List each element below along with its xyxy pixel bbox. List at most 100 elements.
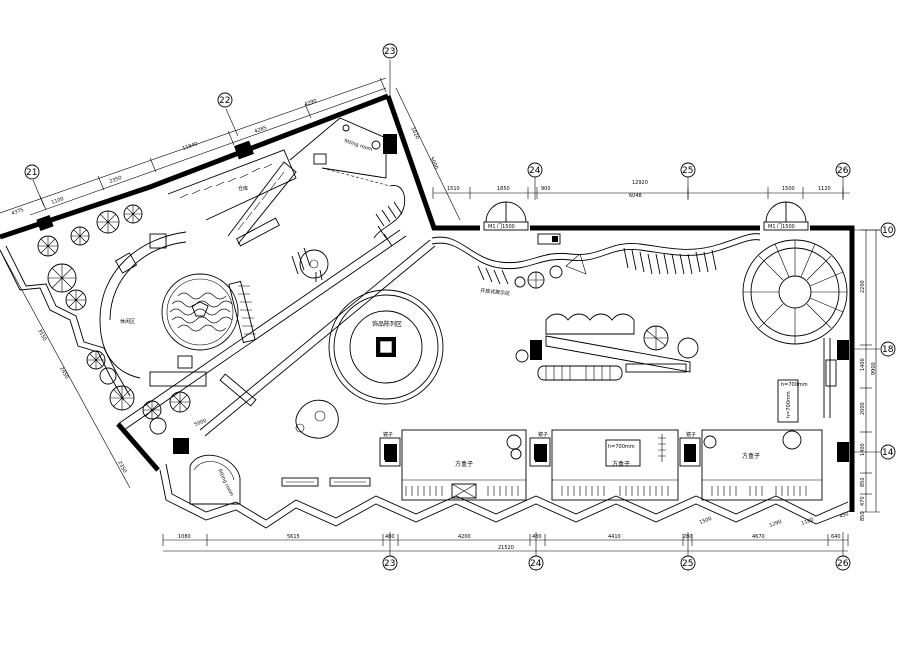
round-table-chairs bbox=[291, 247, 329, 282]
axis-label-26-bottom: 26 bbox=[837, 559, 849, 569]
axis-label-21: 21 bbox=[26, 168, 37, 178]
counter-label-right: h=700mm bbox=[781, 382, 808, 388]
door-label-left: M1 门1500 bbox=[488, 223, 515, 230]
dim-angled-1: 11840 bbox=[182, 141, 199, 152]
round-display-zone: 饰品陈列区 bbox=[328, 289, 444, 405]
axis-bubble-14: 14 bbox=[880, 444, 896, 460]
dim-right-1: 2200 bbox=[860, 280, 866, 293]
fitting-box-3-label: 方盒子 bbox=[742, 452, 760, 460]
axis-label-24-bottom: 24 bbox=[530, 559, 542, 569]
mirror-1-label: 镜子 bbox=[383, 431, 393, 438]
exterior-walls bbox=[0, 93, 855, 512]
small-counter-top bbox=[537, 233, 587, 275]
axis-bubble-22: 22 bbox=[217, 92, 233, 108]
right-wall-fixtures: h=700mm h=700mm bbox=[777, 338, 837, 450]
dim-angled-8: 5000 bbox=[428, 156, 439, 170]
fitting-box-1: 方盒子 镜子 bbox=[379, 429, 527, 501]
axis-bubble-26-bottom: 26 bbox=[835, 555, 851, 571]
dim-angled-16: 5000 bbox=[194, 418, 208, 428]
bottom-dimension-chain: 1080 5615 480 4200 480 4410 280 4670 640… bbox=[162, 534, 849, 552]
fitting-room-sign-top: fitting room bbox=[343, 138, 373, 153]
diagonal-display-racks bbox=[219, 201, 403, 407]
lounge-sofa: 休闲区 bbox=[99, 231, 207, 387]
top-dimension-chain: 1510 1850 900 12920 6048 1500 1120 bbox=[432, 180, 850, 199]
axis-label-23-bottom: 23 bbox=[384, 559, 395, 569]
counter-label-right-vert: h=700mm bbox=[786, 391, 792, 418]
axis-bubble-25-top: 25 bbox=[680, 162, 696, 178]
dim-top-6: 1500 bbox=[782, 186, 795, 192]
lounge-label: 休闲区 bbox=[120, 318, 135, 325]
mirror-2-label: 镜子 bbox=[538, 431, 548, 438]
axis-label-25-bottom: 25 bbox=[682, 559, 693, 569]
axis-label-23-top: 23 bbox=[384, 47, 395, 57]
axis-bubble-23-bottom: 23 bbox=[382, 555, 398, 571]
dim-bottom-2: 5615 bbox=[287, 534, 300, 540]
dim-top-1: 1510 bbox=[447, 186, 460, 192]
axis-label-26-top: 26 bbox=[837, 166, 849, 176]
facade-benches bbox=[281, 477, 371, 487]
angled-dimension-chain-right: 1020 5000 bbox=[395, 87, 461, 221]
dim-right-4: 1400 bbox=[860, 443, 866, 456]
dim-angled-3: 2350 bbox=[109, 175, 123, 185]
dim-bottom-9: 640 bbox=[831, 534, 841, 540]
fitting-room-sign-bottom: fitting room bbox=[216, 468, 234, 497]
fitting-box-3: 方盒子 镜子 bbox=[679, 429, 823, 501]
interior-partitions bbox=[117, 229, 436, 437]
axis-label-25-top: 25 bbox=[682, 166, 693, 176]
dim-bottom-5: 480 bbox=[532, 534, 542, 540]
warehouse-area: 仓库 bbox=[167, 149, 297, 247]
zigzag-facade bbox=[0, 245, 853, 529]
dim-angled-10: 2450 bbox=[58, 366, 69, 380]
angled-dimension-chain-top: 11840 4290 2350 4285 1100 4375 bbox=[0, 77, 387, 217]
entrance-door-right: M1 门1500 bbox=[763, 201, 809, 231]
dim-angled-12: 1500 bbox=[699, 516, 713, 526]
dim-bottom-4: 4200 bbox=[458, 534, 471, 540]
dim-angled-7: 1020 bbox=[409, 126, 420, 140]
open-display-area: 开放式展示区 bbox=[480, 265, 699, 381]
axis-bubble-26-top: 26 bbox=[835, 162, 851, 178]
axis-label-22: 22 bbox=[219, 96, 230, 106]
dim-right-2: 1400 bbox=[860, 358, 866, 371]
dim-top-3: 900 bbox=[541, 186, 551, 192]
dim-top-4: 12920 bbox=[632, 180, 648, 186]
dim-angled-14: 1100 bbox=[801, 517, 815, 527]
axis-bubble-18: 18 bbox=[880, 341, 896, 357]
display-zone-label: 饰品陈列区 bbox=[372, 320, 402, 328]
dim-bottom-8: 4670 bbox=[752, 534, 765, 540]
fitting-box-1-label: 方盒子 bbox=[455, 460, 473, 468]
plant-cluster bbox=[37, 204, 191, 435]
axis-label-24-top: 24 bbox=[529, 166, 541, 176]
angled-dimension-chain-bottom: 1500 1290 1100 450 5000 bbox=[194, 418, 850, 529]
wavy-display-shelf bbox=[431, 233, 761, 285]
warehouse-label: 仓库 bbox=[238, 185, 248, 192]
dim-top-2: 1850 bbox=[497, 186, 510, 192]
dim-bottom-1: 1080 bbox=[178, 534, 191, 540]
dim-angled-13: 1290 bbox=[769, 519, 783, 529]
fitting-box-2-counter: h=700mm bbox=[608, 444, 635, 450]
dim-angled-4: 4285 bbox=[254, 125, 268, 135]
axis-bubble-23-top: 23 bbox=[382, 43, 398, 59]
dim-top-5: 6048 bbox=[629, 193, 642, 199]
dim-right-6: 470 bbox=[860, 496, 866, 506]
axis-grid bbox=[32, 60, 880, 556]
dim-angled-6: 4375 bbox=[11, 207, 25, 217]
right-dimension-chain: 2200 1400 2000 1400 850 470 850 9900 bbox=[860, 229, 880, 521]
dim-angled-11: 2350 bbox=[116, 460, 127, 474]
organic-bench bbox=[295, 399, 339, 439]
dim-right-total: 9900 bbox=[871, 362, 877, 375]
dim-right-5: 850 bbox=[860, 477, 866, 487]
bottom-fitting-room: fitting room bbox=[189, 454, 241, 505]
axis-bubble-25-bottom: 25 bbox=[680, 555, 696, 571]
lounge-rug bbox=[161, 273, 239, 351]
dim-angled-2: 4290 bbox=[304, 98, 318, 108]
axis-label-14: 14 bbox=[882, 448, 894, 458]
dim-angled-15: 450 bbox=[839, 511, 850, 520]
fitting-box-2-label: 方盒子 bbox=[612, 460, 630, 468]
mirror-3-label: 镜子 bbox=[686, 431, 696, 438]
door-label-right: M1 门1500 bbox=[768, 223, 795, 230]
dim-bottom-6: 4410 bbox=[608, 534, 621, 540]
dim-right-3: 2000 bbox=[860, 402, 866, 415]
dim-right-7: 850 bbox=[860, 511, 866, 521]
fitting-box-2: h=700mm 方盒子 镜子 bbox=[529, 429, 679, 501]
axis-bubble-21: 21 bbox=[24, 164, 40, 180]
